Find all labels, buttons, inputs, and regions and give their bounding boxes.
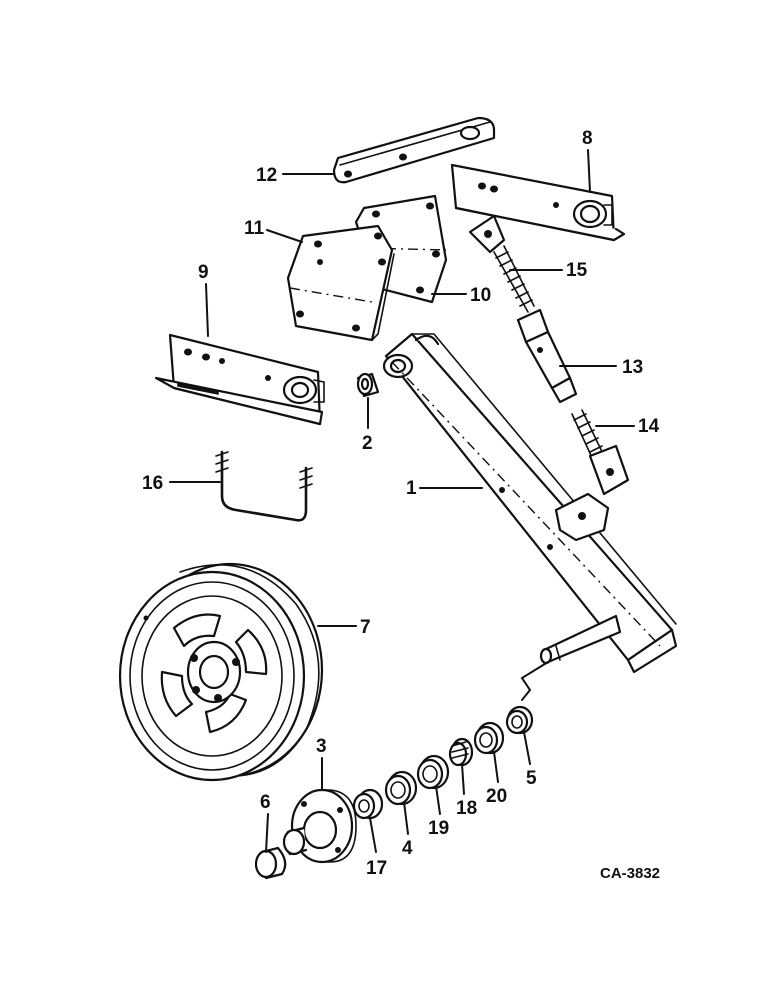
leader-lines [169, 149, 635, 853]
part-15-threaded-rod [468, 214, 535, 313]
assembly-break-line [520, 661, 549, 701]
callout-11: 11 [244, 218, 265, 239]
callout-20: 20 [486, 786, 507, 807]
part-9-bracket [154, 333, 325, 426]
part-19-seal [416, 754, 450, 790]
part-2-bushing [356, 372, 380, 398]
callout-2: 2 [362, 433, 373, 454]
drawing-code: CA-3832 [600, 865, 660, 882]
callout-6: 6 [260, 792, 271, 813]
callout-8: 8 [582, 128, 593, 149]
callout-3: 3 [316, 736, 327, 757]
part-16-u-bolt [215, 450, 313, 522]
part-3-hub [282, 788, 357, 864]
part-12-strap [332, 116, 496, 184]
callout-12: 12 [256, 165, 277, 186]
part-5-washer [505, 705, 534, 735]
part-20-bearing-cup [473, 721, 505, 755]
callout-17: 17 [366, 858, 387, 879]
callout-13: 13 [622, 357, 643, 378]
callout-16: 16 [142, 473, 163, 494]
callout-4: 4 [402, 838, 413, 859]
part-11-plate [286, 224, 395, 342]
callout-1: 1 [406, 478, 417, 499]
callout-14: 14 [638, 416, 660, 437]
part-18-bearing-cone [448, 737, 474, 767]
part-14-threaded-rod [571, 409, 630, 496]
callout-7: 7 [360, 617, 371, 638]
part-7-wheel-rim [118, 562, 324, 782]
callout-19: 19 [428, 818, 449, 839]
callout-10: 10 [470, 285, 491, 306]
part-17-bearing-cone [352, 788, 384, 820]
part-1-axle-arm [382, 332, 678, 674]
part-6-dust-cap [254, 846, 287, 880]
part-13-turnbuckle [516, 308, 578, 404]
callout-18: 18 [456, 798, 477, 819]
part-4-bearing-cup [384, 770, 418, 806]
callout-15: 15 [566, 260, 588, 281]
callout-5: 5 [526, 768, 537, 789]
part-8-bracket [450, 163, 626, 242]
callout-9: 9 [198, 262, 209, 283]
callout-labels: 12 8 11 10 9 2 1 15 13 14 16 7 3 6 17 4 … [142, 128, 660, 879]
